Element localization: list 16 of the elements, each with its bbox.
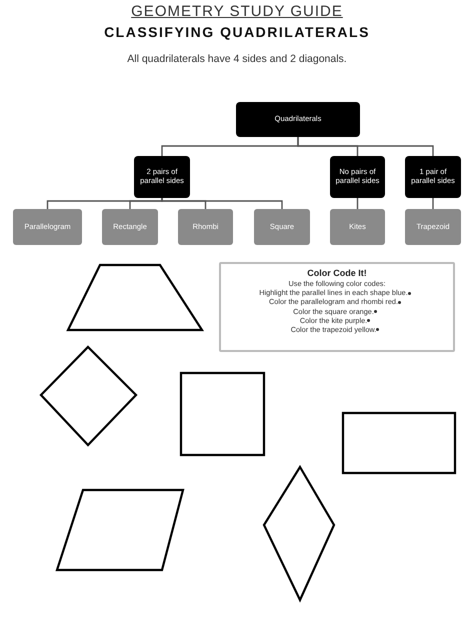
diamond-shape bbox=[39, 345, 138, 447]
subtitle: CLASSIFYING QUADRILATERALS bbox=[103, 24, 371, 40]
note: All quadrilaterals have 4 sides and 2 diagonals. bbox=[126, 53, 348, 65]
title: GEOMETRY STUDY GUIDE bbox=[130, 3, 344, 20]
rectangle-shape bbox=[342, 412, 456, 474]
instruction-panel bbox=[219, 262, 455, 352]
parallelogram-shape bbox=[55, 488, 184, 572]
trapezoid-shape bbox=[66, 264, 204, 332]
connector-line bbox=[129, 198, 163, 209]
panel-heading: Color Code It! bbox=[307, 268, 367, 280]
connector-line bbox=[356, 198, 358, 209]
kite-shape bbox=[262, 464, 336, 603]
connector-line bbox=[432, 198, 434, 209]
connector-line bbox=[297, 137, 434, 156]
connector-line bbox=[161, 198, 283, 209]
square-shape bbox=[180, 372, 266, 456]
